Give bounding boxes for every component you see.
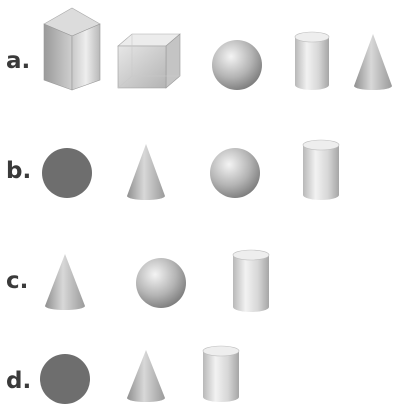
sphere-icon xyxy=(208,146,262,200)
cylinder-icon xyxy=(200,344,242,404)
cone-icon xyxy=(124,348,168,404)
sphere-icon xyxy=(210,38,264,92)
triangular-prism-icon xyxy=(42,6,102,92)
cylinder-icon xyxy=(230,248,272,314)
row-label-b: b. xyxy=(6,160,31,183)
row-a: a. xyxy=(0,0,400,100)
row-c: c. xyxy=(0,240,400,325)
circle-icon xyxy=(38,352,92,406)
row-d: d. xyxy=(0,338,400,406)
row-label-c: c. xyxy=(6,270,28,293)
circle-icon xyxy=(40,146,94,200)
cone-icon xyxy=(352,32,394,92)
row-label-a: a. xyxy=(6,50,30,73)
cube-icon xyxy=(116,32,182,90)
cylinder-icon xyxy=(300,138,342,202)
row-b: b. xyxy=(0,130,400,215)
cone-icon xyxy=(124,142,168,202)
cylinder-icon xyxy=(292,30,332,92)
cone-icon xyxy=(42,252,88,312)
row-label-d: d. xyxy=(6,370,31,393)
sphere-icon xyxy=(134,256,188,310)
